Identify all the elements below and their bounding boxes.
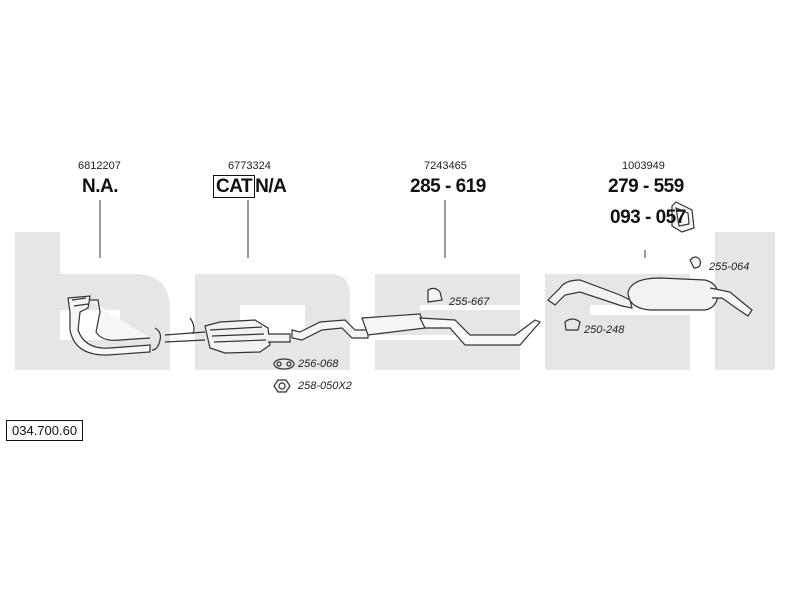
cat-box: CAT bbox=[213, 175, 256, 198]
middle-silencer bbox=[291, 287, 542, 346]
part-label-258-050x2: 258-050X2 bbox=[298, 380, 352, 392]
part-label-255-667: 255-667 bbox=[449, 296, 490, 308]
code-col3: 285 - 619 bbox=[410, 176, 486, 197]
code-col1: N.A. bbox=[82, 176, 119, 197]
bracket-093-057 bbox=[671, 201, 695, 233]
part-label-250-248: 250-248 bbox=[584, 324, 625, 336]
part-label-255-064: 255-064 bbox=[709, 261, 750, 273]
oem-number-col2: 6773324 bbox=[228, 160, 271, 172]
gasket-256-068 bbox=[273, 358, 295, 370]
rear-silencer bbox=[547, 256, 753, 331]
part-label-256-068: 256-068 bbox=[298, 358, 339, 370]
document-number: 034.700.60 bbox=[6, 420, 84, 441]
oem-number-col4: 1003949 bbox=[622, 160, 665, 172]
leader-lines bbox=[99, 200, 646, 258]
nut-258-050x2 bbox=[273, 379, 291, 393]
front-pipe bbox=[67, 295, 162, 356]
oem-number-col1: 6812207 bbox=[78, 160, 121, 172]
cat-suffix: N/A bbox=[255, 176, 287, 197]
code-col4-secondary: 093 - 057 bbox=[610, 207, 686, 228]
catalytic-converter bbox=[164, 317, 291, 354]
oem-number-col3: 7243465 bbox=[424, 160, 467, 172]
code-col4: 279 - 559 bbox=[608, 176, 684, 197]
